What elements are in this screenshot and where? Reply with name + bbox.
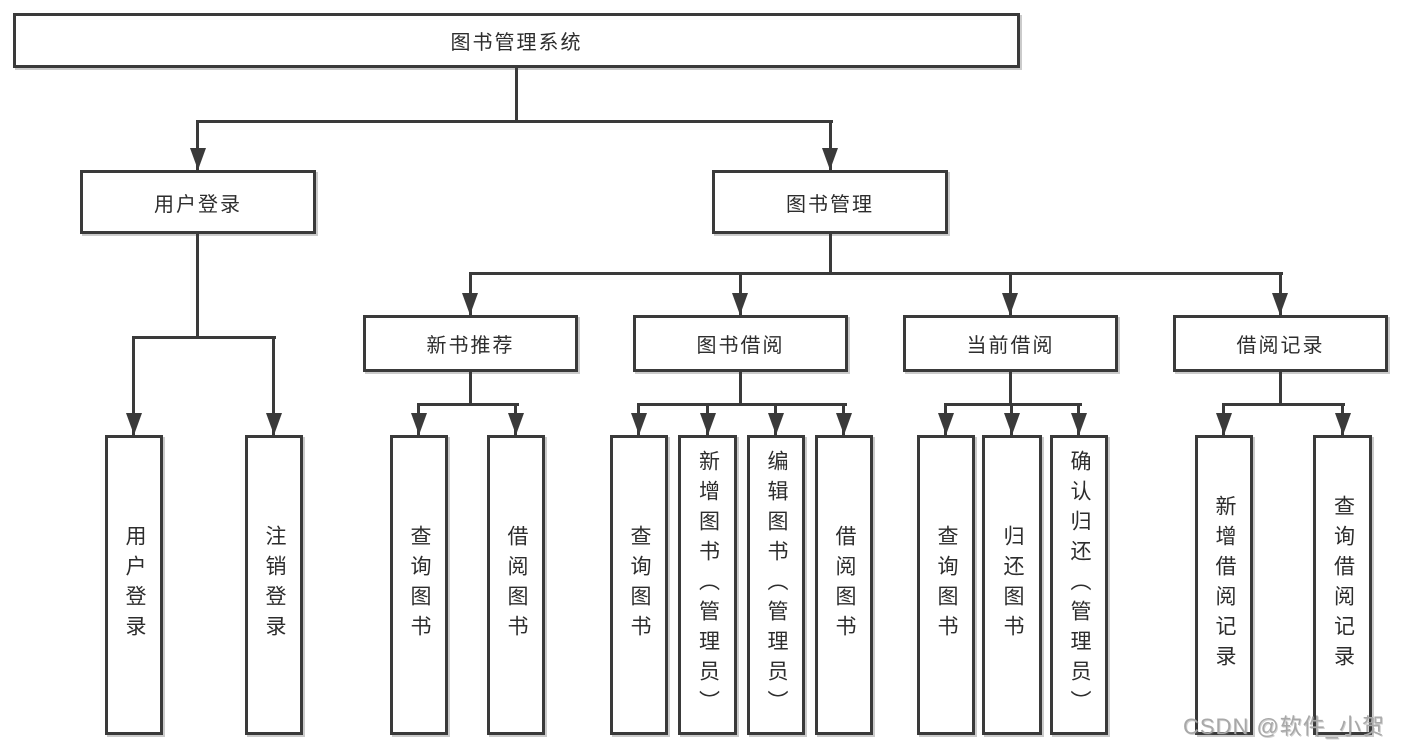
node-book-borrowing: 图书借阅 <box>633 315 848 372</box>
node-current-borrowing: 当前借阅 <box>903 315 1118 372</box>
connector-hline <box>944 403 1082 406</box>
connector-hline <box>637 403 847 406</box>
arrowhead-down-icon <box>1002 293 1018 315</box>
leaf-borrow-books: 借阅图书 <box>815 435 873 735</box>
connector-vline <box>829 234 832 275</box>
leaf-edit-books-admin: 编辑图书（管理员） <box>747 435 805 735</box>
arrowhead-down-icon <box>1216 413 1232 435</box>
arrowhead-down-icon <box>631 413 647 435</box>
leaf-query-borrow-record: 查询借阅记录 <box>1313 435 1372 735</box>
connector-vline <box>469 372 472 406</box>
leaf-current-query-books: 查询图书 <box>917 435 975 735</box>
connector-vline <box>196 234 199 339</box>
arrowhead-down-icon <box>462 293 478 315</box>
leaf-user-login: 用户登录 <box>105 435 163 735</box>
arrowhead-down-icon <box>1272 293 1288 315</box>
arrowhead-down-icon <box>836 413 852 435</box>
arrowhead-down-icon <box>1071 413 1087 435</box>
connector-hline <box>1222 403 1345 406</box>
leaf-borrowing-query-books: 查询图书 <box>610 435 668 735</box>
connector-vline <box>272 336 275 435</box>
connector-hline <box>469 272 1283 275</box>
csdn-watermark: CSDN @软件_小贺同学 <box>1183 714 1386 747</box>
arrowhead-down-icon <box>508 413 524 435</box>
connector-hline <box>196 120 833 123</box>
connector-vline <box>1009 372 1012 406</box>
node-book-management: 图书管理 <box>712 170 948 234</box>
connector-hline <box>417 403 519 406</box>
arrowhead-down-icon <box>768 413 784 435</box>
arrowhead-down-icon <box>938 413 954 435</box>
leaf-logout: 注销登录 <box>245 435 303 735</box>
arrowhead-down-icon <box>126 413 142 435</box>
connector-vline <box>1279 372 1282 406</box>
arrowhead-down-icon <box>1004 413 1020 435</box>
arrowhead-down-icon <box>1335 413 1351 435</box>
node-new-book-recommend: 新书推荐 <box>363 315 578 372</box>
leaf-add-borrow-record: 新增借阅记录 <box>1195 435 1253 735</box>
connector-vline <box>829 120 832 170</box>
leaf-return-books: 归还图书 <box>982 435 1042 735</box>
leaf-confirm-return-admin: 确认归还（管理员） <box>1050 435 1108 735</box>
leaf-recommend-borrow-books: 借阅图书 <box>487 435 545 735</box>
connector-hline <box>132 336 276 339</box>
arrowhead-down-icon <box>822 148 838 170</box>
arrowhead-down-icon <box>411 413 427 435</box>
node-borrowing-records: 借阅记录 <box>1173 315 1388 372</box>
leaf-recommend-query-books: 查询图书 <box>390 435 448 735</box>
leaf-add-books-admin: 新增图书（管理员） <box>678 435 737 735</box>
arrowhead-down-icon <box>266 413 282 435</box>
arrowhead-down-icon <box>190 148 206 170</box>
node-library-management-system: 图书管理系统 <box>13 13 1020 68</box>
connector-vline <box>196 120 199 170</box>
arrowhead-down-icon <box>732 293 748 315</box>
node-user-login: 用户登录 <box>80 170 316 234</box>
arrowhead-down-icon <box>700 413 716 435</box>
connector-vline <box>515 68 518 123</box>
connector-vline <box>132 336 135 435</box>
connector-vline <box>739 372 742 406</box>
